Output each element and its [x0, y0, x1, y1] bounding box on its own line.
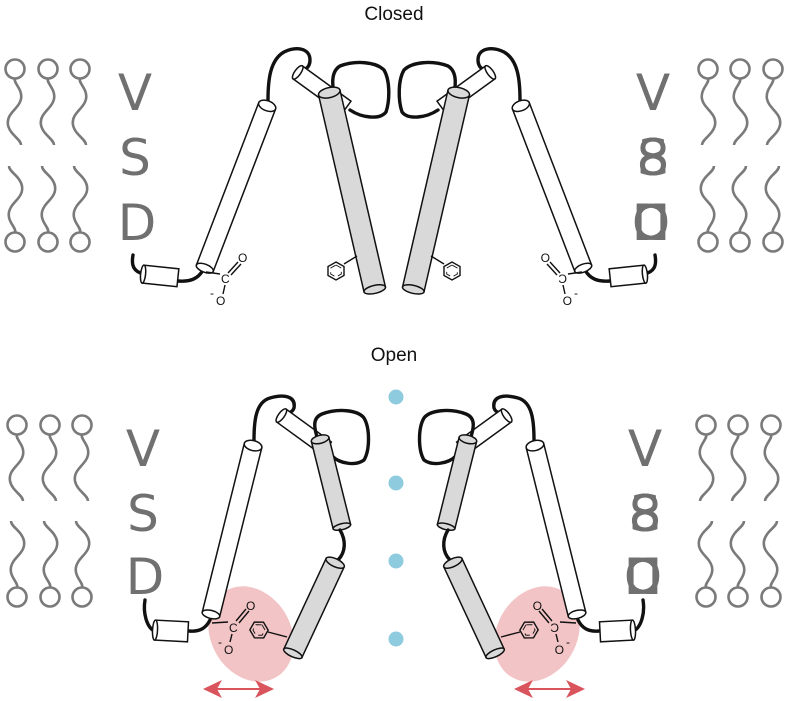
open-left-subunit: V S D: [6, 394, 371, 698]
s6-lower-helix: [282, 556, 346, 660]
carboxylate-group: C O O -: [211, 599, 255, 657]
vsd-letter-v: V: [126, 420, 160, 478]
s4-voltage-sensor-helix: [195, 99, 277, 274]
closed-left-subunit: V S D: [4, 47, 391, 308]
double-arrow-icon: [203, 680, 274, 698]
lipid-icon: [6, 414, 28, 503]
vsd-letter-d-right: D: [632, 194, 671, 252]
ion-dot: [388, 631, 404, 647]
lipid-icon: [4, 164, 26, 253]
oxyanion-atom: O: [224, 643, 233, 657]
vsd-letter-d: D: [118, 194, 157, 252]
s6-pore-helix: [317, 86, 387, 295]
open-state-label: Open: [371, 345, 417, 366]
selectivity-filter-loop: [331, 60, 391, 119]
vsd-letter-s: S: [119, 129, 151, 187]
vsd-letter-s-right: S: [629, 485, 661, 543]
lipid-icon: [69, 164, 91, 253]
vsd-letter-v-right: V: [636, 64, 670, 122]
vsd-letter-d-right: D: [624, 548, 663, 606]
closed-right-subunit-mirror: [399, 49, 782, 308]
lipid-bilayer-open-left: [6, 414, 93, 608]
ion-dot: [388, 475, 404, 491]
vsd-letter-s: S: [127, 485, 159, 543]
selectivity-filter-loop: [313, 408, 371, 466]
closed-state-label: Closed: [364, 4, 423, 25]
oxygen-atom: O: [238, 251, 247, 265]
ion-dot: [388, 553, 404, 569]
interaction-highlight: [208, 586, 294, 682]
lipid-icon: [4, 58, 26, 147]
lipid-icon: [39, 414, 61, 503]
lipid-icon: [71, 519, 93, 608]
lipid-icon: [69, 58, 91, 147]
negative-charge: -: [218, 635, 222, 649]
phenyl-ring-icon: [327, 255, 358, 281]
lipid-icon: [39, 519, 61, 608]
carbon-atom: C: [229, 621, 238, 635]
carboxylate-group: C O O -: [205, 251, 247, 308]
lipid-bilayer-closed-left: [4, 58, 91, 253]
phenyl-ring-icon: [246, 617, 288, 643]
vsd-letter-v-right: V: [628, 420, 662, 478]
lipid-icon: [6, 519, 28, 608]
s4-s5-linker-helix: [139, 264, 180, 288]
oxygen-atom: O: [246, 599, 255, 613]
carbon-atom: C: [221, 272, 230, 286]
open-right-subunit-mirror: [420, 396, 781, 698]
lipid-icon: [71, 414, 93, 503]
ion-column: [388, 389, 404, 647]
ion-dot: [388, 389, 404, 405]
s4-voltage-sensor-helix: [201, 439, 263, 620]
vsd-letter-s-right: S: [637, 129, 669, 187]
negative-charge: -: [210, 286, 214, 300]
lipid-icon: [37, 58, 59, 147]
vsd-letter-v: V: [118, 64, 152, 122]
s6-upper-helix: [310, 434, 352, 532]
oxyanion-atom: O: [216, 294, 225, 308]
hinge-loop: [336, 528, 346, 562]
linker-loop: [187, 618, 212, 633]
lipid-icon: [37, 164, 59, 253]
linker-loop: [176, 268, 205, 283]
vsd-letter-d: D: [126, 548, 165, 606]
s4-s5-linker-helix: [151, 619, 190, 643]
